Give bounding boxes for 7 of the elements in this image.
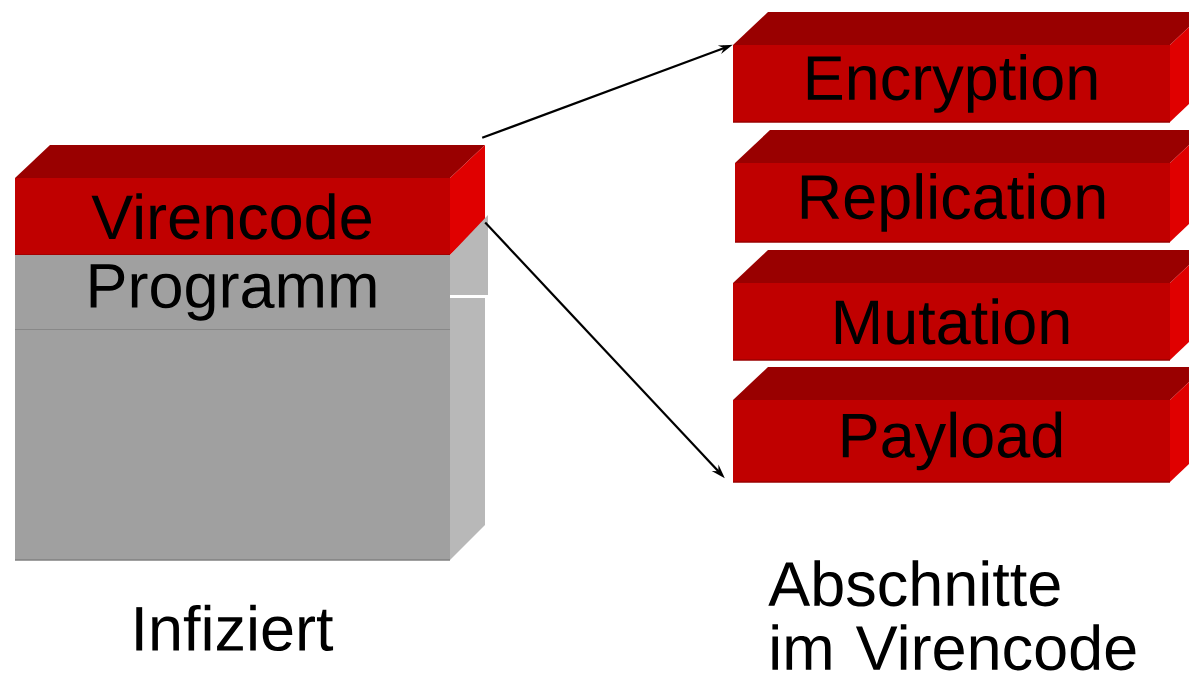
virus-block: Replication bbox=[734, 130, 1189, 243]
virus-block: Encryption bbox=[732, 12, 1189, 123]
virus-block: Payload bbox=[732, 367, 1189, 483]
caption-text: Abschnitte im Virencode bbox=[768, 560, 1136, 671]
virus-block: Virencode bbox=[14, 145, 485, 256]
virus-block: Mutation bbox=[732, 250, 1189, 361]
node-label: Programm bbox=[90, 264, 376, 321]
